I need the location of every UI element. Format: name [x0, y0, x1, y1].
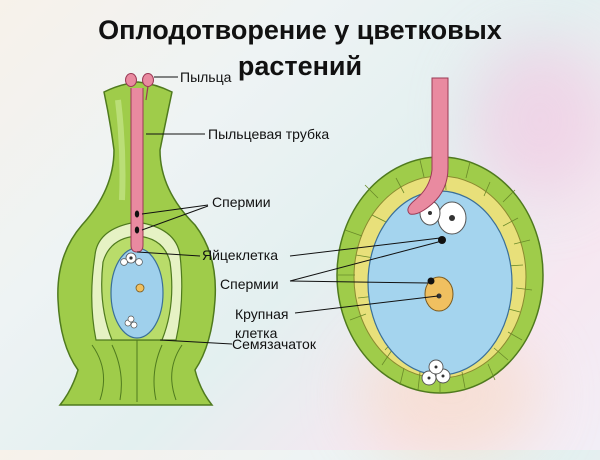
- ovule-cross-section: [336, 77, 544, 394]
- page-title: Оплодотворение у цветковых растений: [0, 12, 600, 84]
- label-egg-cell: Яйцеклетка: [202, 247, 278, 263]
- fertilization-diagram: [57, 73, 544, 406]
- label-large-cell-line2: клетка: [235, 325, 278, 341]
- central-nucleus-small: [135, 283, 145, 293]
- sperm-cell: [134, 210, 140, 218]
- sperm-near-central-cell: [427, 277, 435, 285]
- label-sperm-right: Спермии: [220, 276, 279, 292]
- title-line-2: растений: [237, 51, 363, 81]
- leader-lines: [136, 76, 443, 345]
- label-ovule: Семязачаток: [232, 336, 316, 352]
- sperm-cell: [134, 226, 140, 234]
- pistil-illustration: [57, 73, 217, 406]
- pollen-grain: [125, 73, 137, 87]
- pollen-grain: [142, 73, 154, 87]
- label-pollen-tube: Пыльцевая трубка: [208, 126, 330, 142]
- sperm-near-egg: [438, 236, 446, 244]
- label-pollen: Пыльца: [180, 69, 232, 85]
- title-line-1: Оплодотворение у цветковых: [98, 15, 502, 45]
- label-sperm-top: Спермии: [212, 194, 271, 210]
- label-large-cell-line1: Крупная: [235, 306, 289, 322]
- pollen-tube-large: [407, 77, 449, 215]
